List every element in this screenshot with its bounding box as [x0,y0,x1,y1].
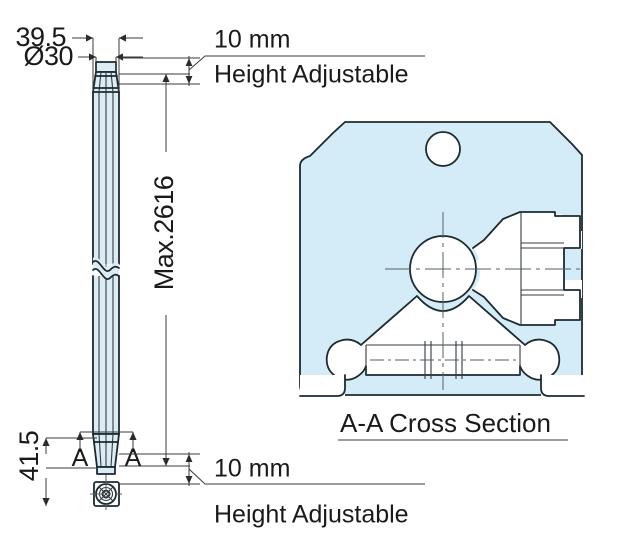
dimension-base-height: 41.5 [14,431,97,506]
section-bottom-right-notch-fill [541,375,584,396]
pole-upper-shaft [92,91,120,265]
cross-section-caption-group: A-A Cross Section [338,408,568,441]
section-bottom-left-notch-fill [300,375,345,396]
dimension-diameter: Ø30 [23,41,143,72]
cross-section-caption: A-A Cross Section [340,408,551,438]
dimension-value-41-5: 41.5 [14,431,44,482]
note-bottom-height-adjustable: 10 mm Height Adjustable [119,452,425,529]
pole-top-collar [92,61,120,93]
dimension-max-height: Max.2616 [119,73,190,467]
pole-elevation-view [90,61,122,510]
section-markers: A A [72,431,142,472]
note-top-height-adjustable: 10 mm Height Adjustable [119,26,425,89]
section-bottom-right-notch [540,374,585,397]
note-top-value: 10 mm [214,26,290,54]
pole-bottom-foot [92,433,120,475]
cross-section-view [299,121,585,397]
section-mounting-hole-fill [426,132,460,166]
note-top-label: Height Adjustable [214,61,409,89]
section-lower-cutout-outline [325,295,561,381]
break-symbol [92,256,120,281]
section-marker-left-a: A [72,444,89,472]
section-mounting-hole [425,131,461,167]
note-bottom-label: Height Adjustable [214,501,409,529]
note-bottom-value: 10 mm [214,455,290,483]
section-marker-right-a: A [125,444,142,472]
dimension-value-diameter-30: Ø30 [23,41,73,71]
dimension-value-max-2616: Max.2616 [149,176,179,291]
section-bottom-left-notch [299,374,346,397]
pole-base-plate [90,478,122,510]
pole-lower-shaft [92,275,120,435]
dimension-outer-width: 39.5 [15,22,143,92]
dimension-value-39-5: 39.5 [15,22,66,52]
